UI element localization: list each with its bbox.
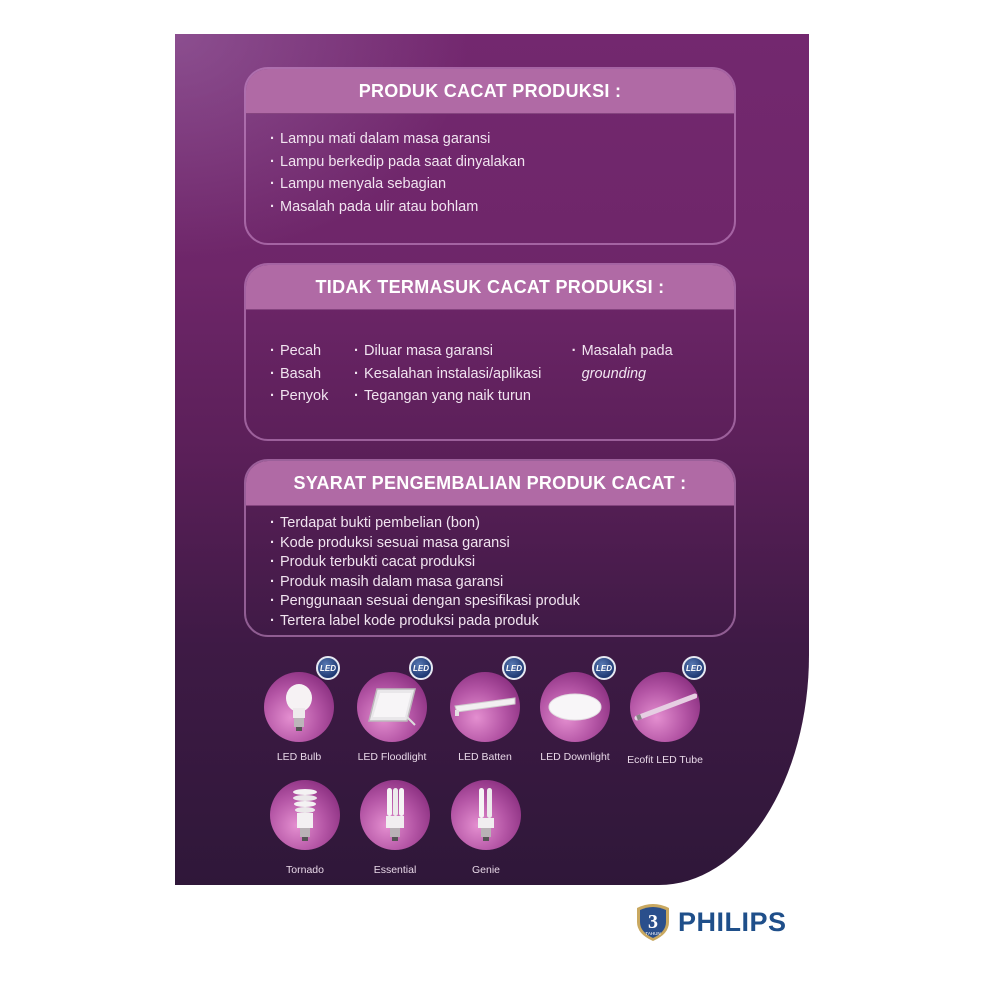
product-label: Ecofit LED Tube [627, 754, 703, 766]
svg-text:TAHUN: TAHUN [645, 931, 660, 936]
product-circle: LED [630, 656, 706, 742]
product-grid: LED LED Bulb LED LED Floodlight [175, 34, 809, 885]
led-badge: LED [409, 656, 433, 680]
list-item: ·Tegangan yang naik turun [354, 388, 531, 404]
brand-name: PHILIPS [678, 906, 787, 937]
defect-card-title: PRODUK CACAT PRODUKSI : [246, 69, 734, 114]
not-defect-column-2: ·Diluar masa garansi ·Kesalahan instalas… [354, 340, 572, 408]
not-defect-card-title: TIDAK TERMASUK CACAT PRODUKSI : [246, 265, 734, 310]
defect-list: ·Lampu mati dalam masa garansi ·Lampu be… [246, 114, 734, 218]
product-led-floodlight: LED LED Floodlight [342, 656, 442, 763]
list-item: ·Lampu berkedip pada saat dinyalakan [270, 153, 526, 170]
list-item: ·Pecah [270, 343, 322, 359]
product-ecofit-led-tube: LED Ecofit LED Tube [615, 656, 715, 766]
product-label: LED Floodlight [357, 751, 427, 763]
svg-text:3: 3 [648, 911, 658, 933]
product-label: Genie [471, 864, 501, 876]
return-requirements-title: SYARAT PENGEMBALIAN PRODUK CACAT : [246, 461, 734, 506]
product-circle: LED [264, 656, 340, 742]
product-label: Essential [373, 864, 417, 876]
not-defect-column-3: ·Masalah pada grounding [572, 340, 710, 408]
led-tube-icon [634, 693, 697, 721]
product-tornado: Tornado [255, 780, 355, 876]
list-item: ·Lampu mati dalam masa garansi [270, 131, 491, 147]
product-circle [360, 780, 430, 850]
list-item-continuation: grounding [581, 365, 647, 382]
not-defect-list: ·Pecah ·Basah ·Penyok ·Diluar masa garan… [246, 310, 734, 408]
list-item: ·Lampu menyala sebagian [270, 176, 447, 192]
downlight-icon [548, 693, 602, 721]
return-requirements-list: ·Terdapat bukti pembelian (bon) ·Kode pr… [246, 506, 734, 631]
product-led-bulb: LED LED Bulb [249, 656, 349, 763]
defect-card: PRODUK CACAT PRODUKSI : ·Lampu mati dala… [244, 67, 736, 245]
product-label: LED Downlight [540, 751, 610, 763]
product-circle [451, 780, 521, 850]
list-item: ·Penggunaan sesuai dengan spesifikasi pr… [270, 593, 580, 609]
list-item: ·Masalah pada ulir atau bohlam [270, 198, 479, 215]
product-led-downlight: LED LED Downlight [525, 656, 625, 763]
product-label: LED Batten [458, 751, 512, 763]
list-item: ·Produk masih dalam masa garansi [270, 573, 504, 590]
warranty-shield-icon: 3 TAHUN [635, 902, 671, 942]
return-requirements-card: SYARAT PENGEMBALIAN PRODUK CACAT : ·Terd… [244, 459, 736, 637]
list-item: ·Kesalahan instalasi/aplikasi [354, 365, 542, 382]
list-item: ·Masalah pada [571, 343, 673, 359]
product-label: LED Bulb [276, 751, 322, 763]
product-circle [270, 780, 340, 850]
not-defect-column-1: ·Pecah ·Basah ·Penyok [270, 340, 354, 408]
list-item: ·Produk terbukti cacat produksi [270, 554, 476, 570]
product-circle: LED [357, 656, 433, 742]
product-label: Tornado [286, 864, 324, 876]
list-item: ·Penyok [270, 388, 329, 404]
product-genie: Genie [436, 780, 536, 876]
cfl-essential-icon [386, 788, 404, 841]
led-badge: LED [502, 656, 526, 680]
floodlight-icon [368, 688, 416, 726]
led-bulb-icon [286, 684, 312, 731]
product-essential: Essential [345, 780, 445, 876]
list-item: ·Tertera label kode produksi pada produk [270, 612, 539, 629]
product-led-batten: LED LED Batten [435, 656, 535, 763]
product-circle: LED [450, 656, 526, 742]
cfl-genie-icon [478, 788, 494, 841]
led-badge: LED [316, 656, 340, 680]
led-badge: LED [592, 656, 616, 680]
spiral-cfl-icon [293, 789, 317, 841]
philips-logo: 3 TAHUN PHILIPS [635, 902, 787, 942]
list-item: ·Kode produksi sesuai masa garansi [270, 534, 510, 551]
list-item: ·Diluar masa garansi [354, 343, 493, 359]
batten-icon [454, 697, 516, 716]
led-badge: LED [682, 656, 706, 680]
product-circle: LED [540, 656, 616, 742]
list-item: ·Basah [270, 365, 322, 382]
not-defect-card: TIDAK TERMASUK CACAT PRODUKSI : ·Pecah ·… [244, 263, 736, 441]
list-item: ·Terdapat bukti pembelian (bon) [270, 515, 480, 531]
warranty-info-panel: PRODUK CACAT PRODUKSI : ·Lampu mati dala… [175, 34, 809, 885]
